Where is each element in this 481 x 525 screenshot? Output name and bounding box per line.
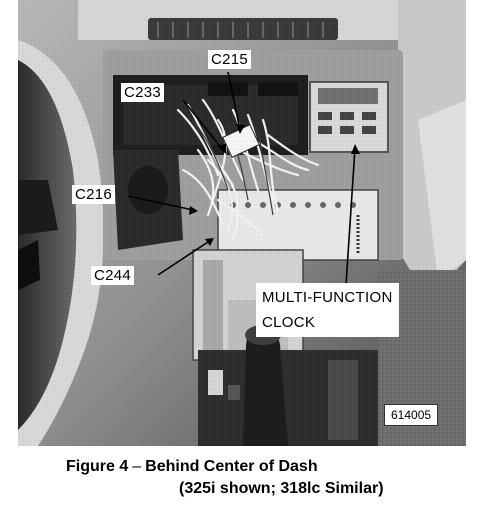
dashboard-photo <box>18 0 466 446</box>
figure-caption: Figure 4–Behind Center of Dash (325i sho… <box>66 456 466 500</box>
caption-separator: – <box>132 458 142 475</box>
callout-c233: C233 <box>121 83 165 102</box>
callout-c244: C244 <box>91 266 135 285</box>
callout-c215: C215 <box>208 50 252 69</box>
callout-multi-function-line1: MULTI-FUNCTION <box>262 289 393 306</box>
callout-multi-function-clock: MULTI-FUNCTION CLOCK <box>256 283 399 337</box>
figure-title: Behind Center of Dash <box>145 458 318 475</box>
figure-subtitle: (325i shown; 318lc Similar) <box>179 480 384 497</box>
photo-number: 614005 <box>384 404 439 426</box>
callout-c216: C216 <box>72 185 116 204</box>
figure-label: Figure 4 <box>66 458 129 475</box>
callout-multi-function-line2: CLOCK <box>262 314 316 331</box>
